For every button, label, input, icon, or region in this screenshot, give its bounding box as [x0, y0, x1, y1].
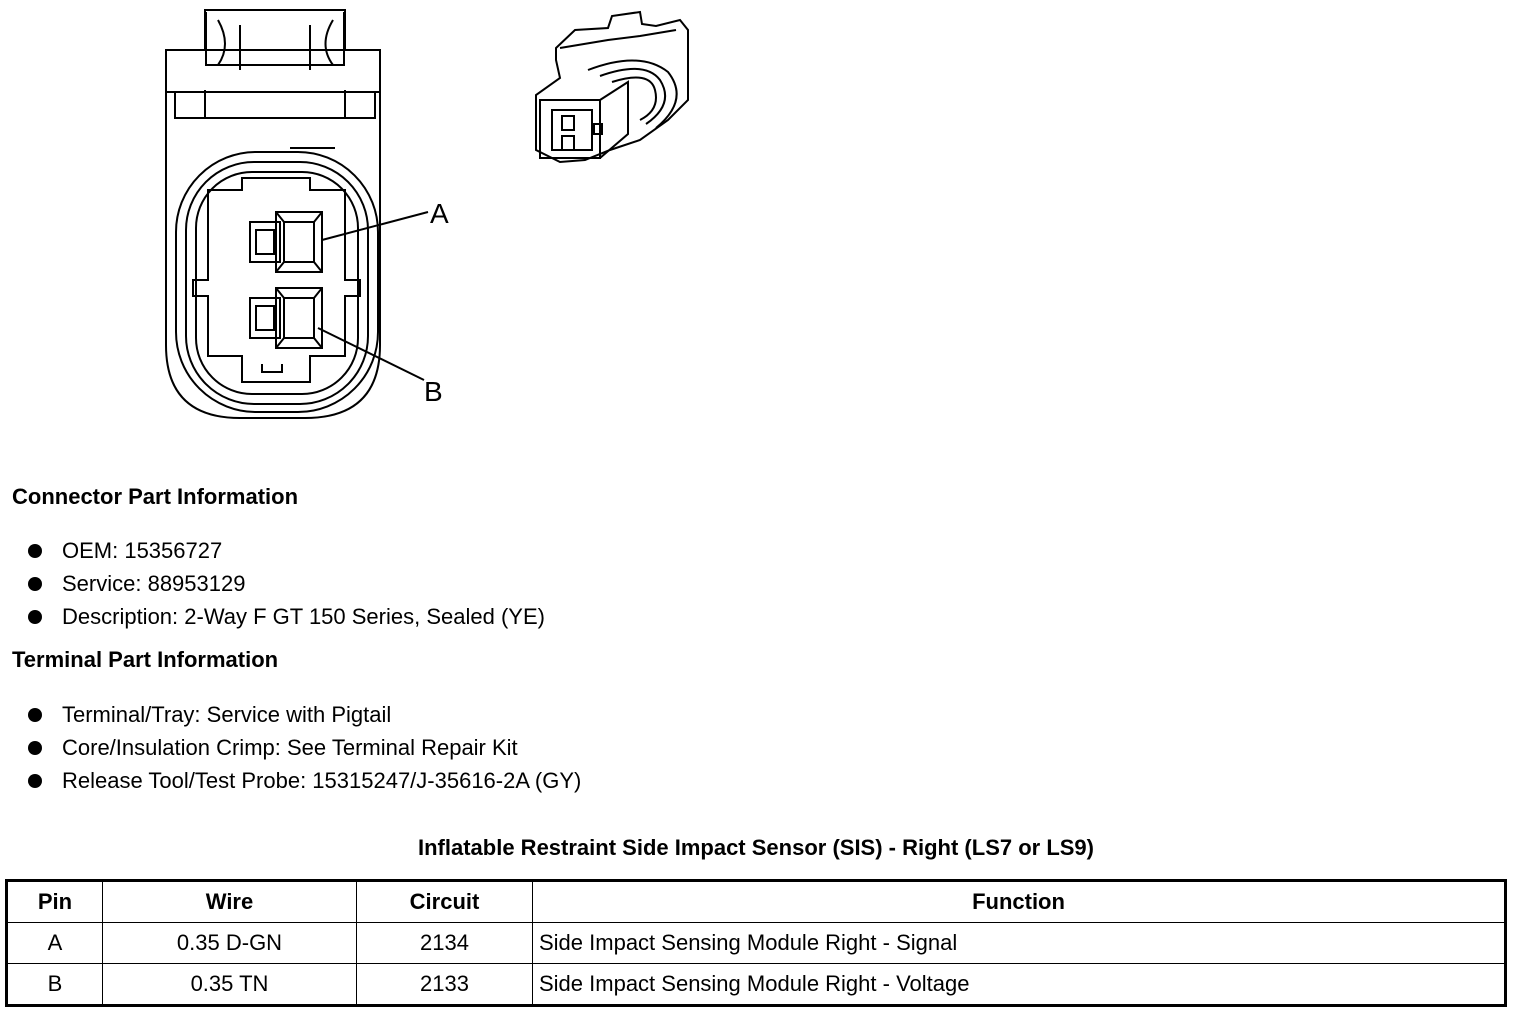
column-header-circuit: Circuit [356, 880, 533, 923]
bullet-icon [28, 577, 42, 591]
bullet-icon [28, 774, 42, 788]
cell-function: Side Impact Sensing Module Right - Volta… [532, 963, 1506, 1006]
table-title: Inflatable Restraint Side Impact Sensor … [418, 835, 1094, 860]
column-header-wire: Wire [102, 880, 357, 923]
bullet-icon [28, 741, 42, 755]
list-item-text: Terminal/Tray: Service with Pigtail [62, 702, 392, 727]
table-header-row: Pin Wire Circuit Function [6, 880, 1506, 923]
list-item-text: OEM: 15356727 [62, 538, 223, 563]
cell-circuit: 2134 [356, 922, 533, 964]
pin-a-label: A [430, 198, 449, 229]
terminal-a-cavity [249, 211, 323, 273]
cell-function: Side Impact Sensing Module Right - Signa… [532, 922, 1506, 964]
bullet-icon [28, 544, 42, 558]
table-row: A 0.35 D-GN 2134 Side Impact Sensing Mod… [6, 922, 1506, 964]
connector-face-view [165, 9, 429, 419]
connector-diagram: A B [165, 9, 689, 419]
list-item: Core/Insulation Crimp: See Terminal Repa… [28, 731, 581, 764]
list-item-text: Service: 88953129 [62, 571, 246, 596]
column-header-function: Function [532, 880, 1506, 923]
bullet-icon [28, 610, 42, 624]
list-item-text: Description: 2-Way F GT 150 Series, Seal… [62, 604, 545, 629]
table-row: B 0.35 TN 2133 Side Impact Sensing Modul… [6, 963, 1506, 1006]
list-item: Terminal/Tray: Service with Pigtail [28, 698, 581, 731]
cell-pin: B [6, 963, 103, 1006]
column-header-pin: Pin [6, 880, 103, 923]
terminal-b-cavity [249, 287, 323, 349]
list-item-text: Core/Insulation Crimp: See Terminal Repa… [62, 735, 518, 760]
cell-wire: 0.35 TN [102, 963, 357, 1006]
cell-pin: A [6, 922, 103, 964]
list-item: Description: 2-Way F GT 150 Series, Seal… [28, 600, 545, 633]
connector-info-heading: Connector Part Information [12, 484, 299, 509]
terminal-info-list: Terminal/Tray: Service with Pigtail Core… [28, 698, 581, 797]
connector-info-list: OEM: 15356727 Service: 88953129 Descript… [28, 534, 545, 633]
list-item: Service: 88953129 [28, 567, 545, 600]
connector-3d-view [535, 10, 689, 164]
cell-wire: 0.35 D-GN [102, 922, 357, 964]
cell-circuit: 2133 [356, 963, 533, 1006]
list-item: OEM: 15356727 [28, 534, 545, 567]
terminal-info-heading: Terminal Part Information [12, 647, 279, 672]
list-item: Release Tool/Test Probe: 15315247/J-3561… [28, 764, 581, 797]
bullet-icon [28, 708, 42, 722]
pinout-table: Pin Wire Circuit Function A 0.35 D-GN 21… [5, 879, 1507, 1007]
pin-b-label: B [424, 376, 443, 407]
list-item-text: Release Tool/Test Probe: 15315247/J-3561… [62, 768, 582, 793]
